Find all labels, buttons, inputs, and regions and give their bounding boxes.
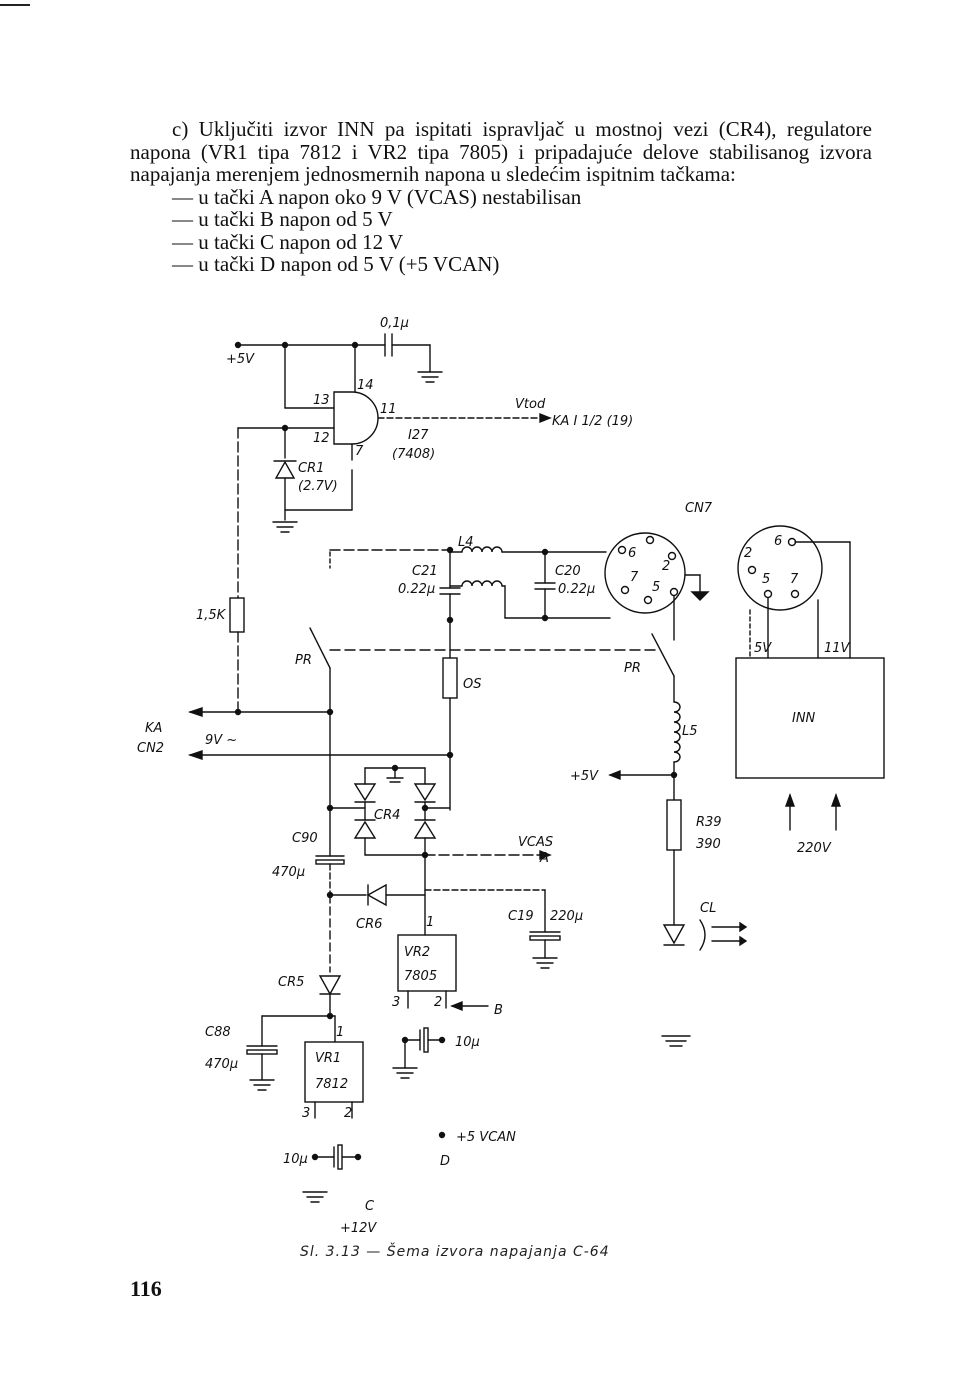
vr1-label: VR1 [315, 1051, 341, 1066]
vr2-label: VR2 [404, 945, 430, 960]
list-item: — u tački B napon od 5 V [172, 207, 393, 231]
pr-right-label: PR [624, 661, 641, 676]
pin12-label: 12 [313, 431, 330, 446]
instruction-paragraph: c) Uključiti izvor INN pa ispitati ispra… [130, 117, 872, 186]
vr1-pin3-label: 3 [302, 1106, 310, 1121]
point-d-label: D [440, 1154, 450, 1169]
pr-left-label: PR [295, 653, 312, 668]
r39-label: R39 [696, 815, 722, 830]
vr1-type-label: 7812 [315, 1077, 348, 1092]
page-corner-mark [0, 4, 30, 6]
c90-label: C90 [292, 831, 318, 846]
pin7-label: 7 [355, 444, 364, 459]
c88-label: C88 [205, 1025, 231, 1040]
cn7-label: CN7 [685, 501, 713, 516]
ka-label: KA [145, 721, 162, 736]
ic-7408-label: (7408) [392, 447, 435, 462]
pin11-label: 11 [380, 402, 397, 417]
test-point-list: — u tački A napon oko 9 V (VCAS) nestabi… [130, 184, 872, 276]
9v-label: 9V ~ [205, 733, 237, 748]
vcan-label: +5 VCAN [456, 1130, 516, 1145]
list-item: — u tački A napon oko 9 V (VCAS) nestabi… [172, 184, 582, 209]
body-text: c) Uključiti izvor INN pa ispitati ispra… [130, 118, 872, 276]
inn-pin6-label: 6 [774, 534, 782, 549]
vr1-pin2-label: 2 [344, 1106, 352, 1121]
cap-10u-right-label: 10μ [455, 1035, 480, 1050]
cl-label: CL [700, 901, 716, 916]
figure-caption: Sl. 3.13 — Šema izvora napajanja C-64 [300, 1244, 610, 1260]
c19-label: C19 [508, 909, 534, 924]
v5-label: 5V [754, 641, 772, 656]
os-label: OS [463, 677, 481, 692]
220v-label: 220V [797, 841, 832, 856]
cr1-voltage-label: (2.7V) [298, 479, 338, 494]
vr2-pin3-label: 3 [392, 995, 400, 1010]
cn7-pin6-label: 6 [628, 546, 636, 561]
l4-label: L4 [458, 535, 474, 550]
c20-label: C20 [555, 564, 581, 579]
point-b-label: B [494, 1003, 503, 1018]
v11-label: 11V [824, 641, 851, 656]
inn-pin5-label: 5 [762, 572, 770, 587]
cn7-pin7-label: 7 [630, 570, 639, 585]
pin13-label: 13 [313, 393, 330, 408]
c21-label: C21 [412, 564, 438, 579]
point-c-label: C [365, 1199, 375, 1214]
list-item: — u tački D napon od 5 V (+5 VCAN) [172, 252, 500, 276]
vr2-pin2-label: 2 [434, 995, 442, 1010]
cr1-label: CR1 [298, 461, 324, 476]
cap-10u-left-label: 10μ [283, 1152, 308, 1167]
plus5v-top-label: +5V [226, 352, 255, 367]
cn2-label: CN2 [137, 741, 164, 756]
page-number: 116 [130, 1276, 162, 1301]
c20-value-label: 0.22μ [558, 582, 595, 597]
inn-pin7-label: 7 [790, 572, 799, 587]
r15k-label: 1,5K [196, 608, 227, 623]
point-a-label: A [539, 851, 549, 866]
vr2-type-label: 7805 [404, 969, 437, 984]
vr2-pin1-label: 1 [426, 915, 434, 930]
r39-value-label: 390 [696, 837, 721, 852]
c90-value-label: 470μ [272, 865, 305, 880]
i27-label: I27 [408, 428, 429, 443]
ka-i12-label: KA I 1/2 (19) [552, 414, 633, 429]
l5-label: L5 [682, 724, 698, 739]
c19-value-label: 220μ [550, 909, 583, 924]
plus5v-mid-label: +5V [570, 769, 599, 784]
plus12v-label: +12V [340, 1221, 377, 1236]
cn7-pin5-label: 5 [652, 580, 660, 595]
list-item: — u tački C napon od 12 V [172, 229, 404, 254]
pin14-label: 14 [357, 378, 374, 393]
cr6-label: CR6 [356, 917, 382, 932]
vr1-pin1-label: 1 [336, 1025, 344, 1040]
c21-value-label: 0.22μ [398, 582, 435, 597]
cap-01u-label: 0,1μ [380, 316, 409, 331]
inn-label: INN [792, 711, 816, 726]
inn-pin2-label: 2 [744, 546, 752, 561]
vcas-label: VCAS [518, 835, 553, 850]
cn7-pin2-label: 2 [662, 559, 670, 574]
cr5-label: CR5 [278, 975, 304, 990]
c88-value-label: 470μ [205, 1057, 238, 1072]
cr4-label: CR4 [374, 808, 400, 823]
vtod-label: Vtod [515, 397, 546, 412]
